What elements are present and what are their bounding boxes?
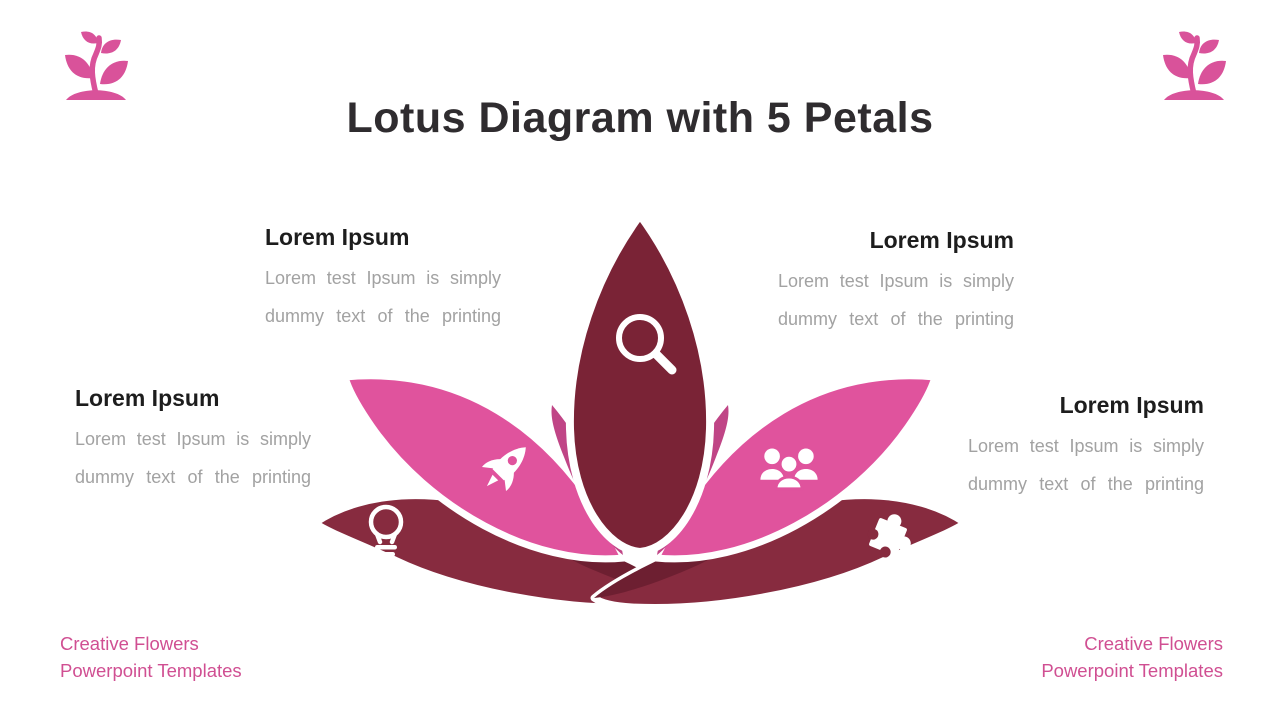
block-body-line: dummy text of the printing [75,467,311,487]
footer-credit-left: Creative Flowers Powerpoint Templates [60,630,242,684]
text-block-top-right: Lorem Ipsum Lorem test Ipsum is simply d… [778,225,1014,338]
lightbulb-icon [368,504,404,569]
plant-leaf [1198,60,1226,85]
plant-icon [1163,31,1226,100]
people-icon [760,448,818,491]
petal-center [565,211,715,556]
block-heading: Lorem Ipsum [75,385,220,411]
block-body-line: Lorem test Ipsum is simply [778,271,1014,291]
plant-leaf [101,39,121,54]
page-title: Lotus Diagram with 5 Petals [346,94,934,142]
block-heading: Lorem Ipsum [1059,392,1204,418]
plant-leaf [1199,39,1219,54]
plant-leaf [1179,31,1196,44]
block-body-line: Lorem test Ipsum is simply [75,429,311,449]
footer-line: Creative Flowers [1084,633,1223,654]
text-block-mid-left: Lorem Ipsum Lorem test Ipsum is simply d… [75,383,311,496]
text-block-mid-right: Lorem Ipsum Lorem test Ipsum is simply d… [968,390,1204,503]
plant-icon [65,31,128,100]
footer-line: Powerpoint Templates [1041,660,1223,681]
footer-line: Powerpoint Templates [60,660,242,681]
lotus-diagram [311,211,969,611]
footer-credit-right: Creative Flowers Powerpoint Templates [1041,630,1223,684]
plant-leaf [81,31,98,44]
block-body: Lorem test Ipsum is simply dummy text of… [75,420,311,496]
block-heading: Lorem Ipsum [869,227,1014,253]
block-body-line: dummy text of the printing [265,306,501,326]
footer-line: Creative Flowers [60,633,199,654]
rocket-icon [481,447,526,492]
block-body: Lorem test Ipsum is simply dummy text of… [265,259,501,335]
block-body-line: dummy text of the printing [778,309,1014,329]
magnifier-icon [616,314,677,375]
plant-leaf [65,54,93,79]
plant-stem [89,35,102,97]
block-body: Lorem test Ipsum is simply dummy text of… [778,262,1014,338]
text-block-top-left: Lorem Ipsum Lorem test Ipsum is simply d… [265,222,501,335]
block-body-line: Lorem test Ipsum is simply [968,436,1204,456]
block-body: Lorem test Ipsum is simply dummy text of… [968,427,1204,503]
puzzle-icon [867,514,911,558]
plant-leaf [1163,54,1191,79]
block-heading: Lorem Ipsum [265,224,410,250]
plant-leaf [100,60,128,85]
block-body-line: dummy text of the printing [968,474,1204,494]
block-body-line: Lorem test Ipsum is simply [265,268,501,288]
plant-stem [1187,35,1200,97]
